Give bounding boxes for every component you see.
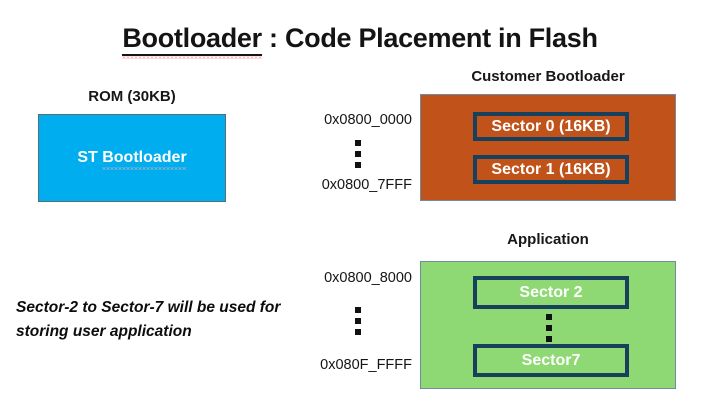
application-region-block: Sector 2 Sector7 <box>420 261 676 389</box>
bootloader-region-caption: Customer Bootloader <box>471 68 625 85</box>
page-title-underlined-word: Bootloader <box>122 23 262 59</box>
rom-block-label-prefix: ST <box>77 149 103 166</box>
bootloader-start-address: 0x0800_0000 <box>324 112 412 128</box>
rom-block: ST Bootloader <box>38 114 226 202</box>
page-title: Bootloader : Code Placement in Flash <box>0 23 720 59</box>
page-title-underlined-text: Bootloader <box>122 23 262 53</box>
sector-2-label: Sector 2 <box>519 283 583 301</box>
rom-block-label: ST Bootloader <box>77 149 187 170</box>
sector-1-label: Sector 1 (16KB) <box>491 160 611 178</box>
sector-1-box: Sector 1 (16KB) <box>473 155 629 184</box>
sector-7-box: Sector7 <box>473 344 629 377</box>
application-address-ellipsis-icon <box>355 307 361 335</box>
sector-2-box: Sector 2 <box>473 276 629 309</box>
page-title-rest: : Code Placement in Flash <box>261 23 598 53</box>
rom-block-label-word: Bootloader <box>102 149 187 170</box>
spellcheck-squiggle-icon <box>102 167 187 170</box>
application-start-address: 0x0800_8000 <box>324 270 412 286</box>
rom-block-label-text: Bootloader <box>102 149 187 166</box>
sector-0-label: Sector 0 (16KB) <box>491 117 611 135</box>
sector-7-label: Sector7 <box>521 351 581 369</box>
spellcheck-squiggle-icon <box>122 56 262 59</box>
bootloader-address-ellipsis-icon <box>355 140 361 168</box>
application-end-address: 0x080F_FFFF <box>320 357 412 373</box>
sector-0-box: Sector 0 (16KB) <box>473 112 629 141</box>
bootloader-end-address: 0x0800_7FFF <box>321 177 412 193</box>
rom-caption: ROM (30KB) <box>88 88 176 105</box>
bootloader-region-block: Sector 0 (16KB) Sector 1 (16KB) <box>420 94 676 201</box>
note-text: Sector-2 to Sector-7 will be used for st… <box>16 299 281 341</box>
application-region-caption: Application <box>507 231 589 248</box>
application-sector-ellipsis-icon <box>546 314 552 342</box>
